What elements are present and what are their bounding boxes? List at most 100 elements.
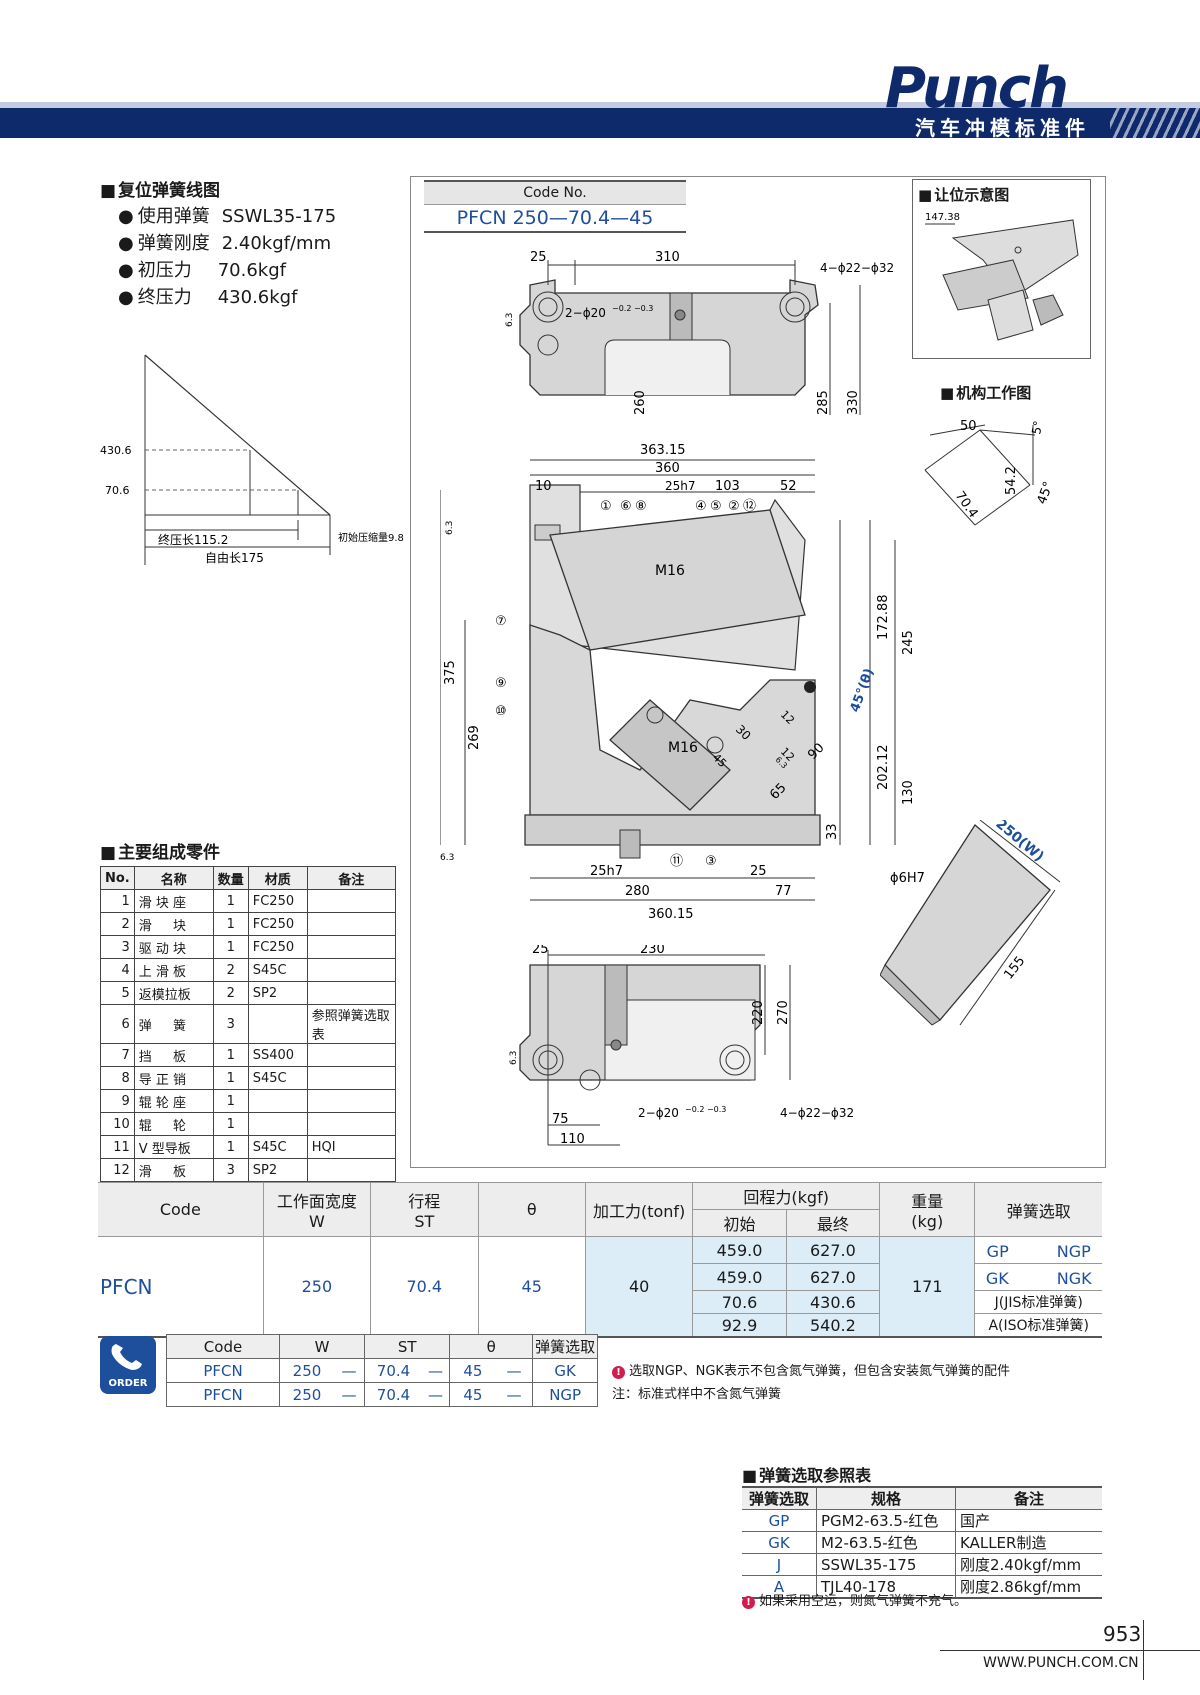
top-rough: 6.3: [505, 313, 515, 327]
page-number: 953: [1103, 1622, 1142, 1646]
spring-section-title: 复位弹簧线图: [100, 176, 220, 201]
punch-logo: Punch: [885, 56, 1069, 121]
mech-d542: 54.2: [1004, 466, 1019, 495]
front-d360: 360: [655, 461, 680, 476]
side-d155: 155: [1001, 954, 1028, 983]
main-force: 40: [584, 1236, 694, 1338]
parts-cell: 7: [100, 1043, 135, 1067]
front-d269: 269: [467, 725, 482, 750]
parts-header: 材质: [247, 866, 308, 890]
main-st: 70.4: [370, 1236, 479, 1338]
callouts-bottom-3: ③: [705, 854, 717, 869]
front-d52: 52: [780, 479, 797, 494]
header-light-band: [0, 102, 1200, 108]
parts-cell: FC250: [247, 912, 308, 936]
front-d10: 10: [535, 479, 552, 494]
front-d20212: 202.12: [876, 745, 891, 791]
callouts-top-5: ⑤: [710, 499, 722, 514]
main-h-code: Code: [98, 1182, 264, 1237]
parts-cell: HQI: [306, 1135, 397, 1159]
parts-cell: SP2: [247, 1158, 308, 1182]
parts-cell: 10: [100, 1112, 135, 1136]
bottom-d110: 110: [560, 1132, 585, 1147]
front-m16a: M16: [655, 563, 685, 579]
front-m16b: M16: [668, 740, 698, 756]
top-d260: 260: [633, 390, 648, 415]
top-d310: 310: [655, 250, 680, 265]
parts-cell: [306, 1043, 397, 1067]
parts-cell: 1: [100, 889, 135, 913]
order-header: ST: [364, 1334, 451, 1359]
front-b25: 25: [750, 864, 767, 879]
callouts-left-10: ⑩: [495, 704, 507, 719]
clearance-title: 让位示意图: [918, 184, 1009, 205]
parts-header: 名称: [133, 866, 214, 890]
bottom-holes: 4−ϕ22−ϕ32: [780, 1106, 854, 1120]
parts-cell: 驱 动 块: [133, 935, 214, 959]
main-final: 627.0: [785, 1236, 881, 1264]
parts-cell: SS400: [247, 1043, 308, 1067]
callouts-top-12: ⑫: [743, 499, 756, 514]
bottom-d220: 220: [751, 1000, 766, 1025]
parts-cell: 8: [100, 1066, 135, 1090]
front-d17288: 172.88: [876, 595, 891, 641]
graph-y-low: 70.6: [105, 484, 130, 497]
parts-cell: [306, 981, 397, 1005]
parts-cell: [247, 1089, 308, 1113]
main-final: 627.0: [785, 1263, 881, 1291]
mech-d45: 45°: [1035, 480, 1057, 507]
parts-cell: 辊 轮: [133, 1112, 214, 1136]
parts-cell: 4: [100, 958, 135, 982]
parts-cell: 2: [100, 912, 135, 936]
parts-cell: 导 正 销: [133, 1066, 214, 1090]
parts-cell: 6: [100, 1004, 135, 1044]
top-view-drawing: 25 310 4−ϕ22−ϕ32 2−ϕ20 −0.2 −0.3 185 260…: [500, 250, 894, 415]
front-d130: 130: [901, 780, 916, 805]
parts-cell: 1: [212, 1066, 249, 1090]
side-view-drawing: 250(W) ϕ6H7 155: [880, 820, 1061, 1026]
mech-d50: 50: [960, 419, 977, 434]
side-hole: ϕ6H7: [890, 871, 925, 886]
main-spring: GK NGK: [974, 1263, 1102, 1291]
parts-cell: [306, 1089, 397, 1113]
front-d103: 103: [715, 479, 740, 494]
mechanism-drawing: 50 5° 70.4 54.2 45°: [924, 419, 1057, 526]
parts-cell: [306, 1066, 397, 1090]
parts-cell: 1: [212, 1089, 249, 1113]
parts-cell: 1: [212, 1135, 249, 1159]
parts-cell: 滑 块: [133, 912, 214, 936]
parts-cell: 1: [212, 1043, 249, 1067]
callouts-top-4: ④: [695, 499, 707, 514]
graph-initial-comp: 初始压缩量9.8: [338, 531, 404, 544]
main-init: 70.6: [692, 1290, 787, 1314]
parts-cell: 上 滑 板: [133, 958, 214, 982]
front-theta: 45°(θ): [848, 667, 878, 715]
callouts-top-2: ②: [728, 499, 740, 514]
bottom-d230: 230: [640, 945, 665, 957]
parts-cell: [247, 1112, 308, 1136]
main-h-final: 最终: [785, 1209, 881, 1237]
parts-header: 备注: [306, 866, 397, 890]
graph-y-high: 430.6: [100, 444, 132, 457]
main-h-theta: θ: [477, 1182, 586, 1237]
main-h-force: 加工力(tonf): [584, 1182, 694, 1237]
parts-cell: 滑 板: [133, 1158, 214, 1182]
front-d36315: 363.15: [640, 443, 686, 458]
bottom-d75: 75: [552, 1112, 569, 1127]
main-final: 430.6: [785, 1290, 881, 1314]
ref-header: 弹簧选取: [742, 1486, 817, 1510]
main-spring: A(ISO标准弹簧): [974, 1313, 1102, 1338]
